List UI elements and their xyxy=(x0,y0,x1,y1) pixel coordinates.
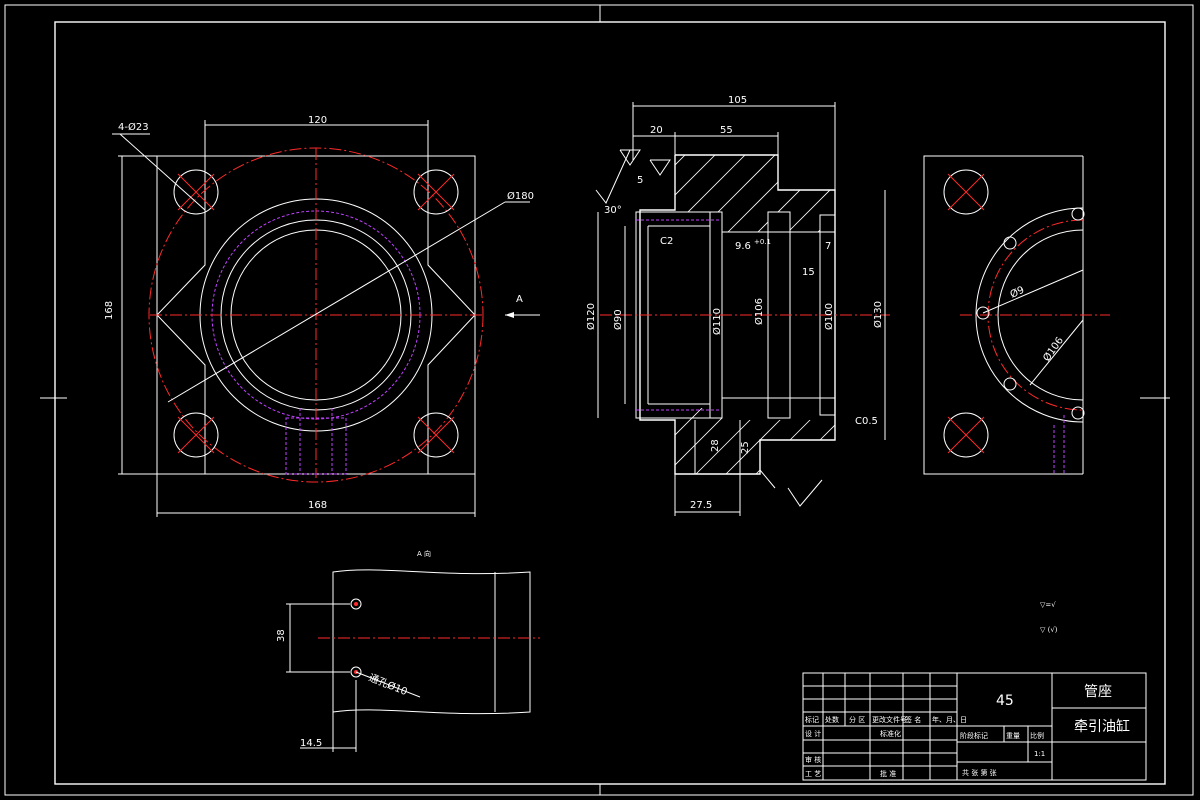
hole-callout: 4-Ø23 xyxy=(118,121,149,133)
hdr-mark: 标记 xyxy=(805,715,819,724)
flange-outline xyxy=(156,155,476,475)
stage-label: 阶段标记 xyxy=(960,731,988,740)
assembly-name: 牵引油缸 xyxy=(1074,718,1130,735)
dim-width: 168 xyxy=(308,500,327,511)
hdr-change-doc: 更改文件号 xyxy=(872,715,907,724)
dim-chamfer: C2 xyxy=(660,236,673,247)
dim-dia-120: Ø120 xyxy=(585,303,597,330)
aux-title: A 向 xyxy=(417,549,431,558)
dim-height: 168 xyxy=(104,301,115,320)
roughness-note-1: ▽=√ xyxy=(1040,601,1056,609)
material: 45 xyxy=(996,693,1014,709)
weight-label: 重量 xyxy=(1006,732,1020,740)
part-name: 管座 xyxy=(1084,684,1112,700)
side-bolt-hole-bottom xyxy=(943,412,989,458)
side-pcd: Ø106 xyxy=(1041,335,1066,364)
bolt-hole-br xyxy=(413,412,459,458)
ratio-label: 比例 xyxy=(1030,731,1044,740)
roughness-symbol-1 xyxy=(595,149,631,204)
scale: 1:1 xyxy=(1034,750,1045,758)
hdr-date: 年、月、日 xyxy=(932,715,967,724)
dim-body: 55 xyxy=(720,125,733,136)
aux-note: 通孔Ø10 xyxy=(367,672,409,698)
approve-label: 批 准 xyxy=(880,769,896,778)
hdr-sign: 签 名 xyxy=(905,715,921,724)
front-view: 120 168 168 4-Ø23 Ø180 A xyxy=(104,115,540,517)
roughness-symbol-2 xyxy=(787,479,823,507)
inner-border xyxy=(54,21,1166,785)
dim-port-offset: 27.5 xyxy=(690,500,712,511)
side-view: Ø9 Ø106 xyxy=(923,155,1110,475)
dim-groove: 9.6 xyxy=(735,241,751,252)
dim-flange: 20 xyxy=(650,125,663,136)
sheet-count: 共 张 第 张 xyxy=(962,768,997,777)
dim-bolt-spacing: 120 xyxy=(308,115,327,126)
roughness-note-2: ▽ (√) xyxy=(1040,626,1058,634)
dim-dia-106: Ø106 xyxy=(753,298,765,325)
dim-chamfer2: C0.5 xyxy=(855,416,878,427)
port-hidden xyxy=(285,417,347,475)
dim-dia-110: Ø110 xyxy=(711,308,723,335)
dim-groove-tol: +0.1 xyxy=(754,238,771,246)
hdr-zone: 分 区 xyxy=(849,715,865,724)
aux-view-a: A 向 38 通孔Ø10 14.5 xyxy=(276,549,540,752)
bolt-hole-tr xyxy=(413,169,459,215)
pcd-callout: Ø180 xyxy=(507,190,534,202)
section-view: 105 20 55 5 30° C2 9.6 +0.1 7 15 Ø120 Ø9… xyxy=(585,95,890,516)
process-label: 工 艺 xyxy=(805,770,821,778)
dim-port-dia: 28 xyxy=(710,439,721,452)
section-outline xyxy=(639,154,836,475)
outer-border xyxy=(4,4,1194,796)
title-block: 45 管座 牵引油缸 1:1 标记 处数 分 区 更改文件号 签 名 年、月、日… xyxy=(802,672,1147,781)
aux-offset: 14.5 xyxy=(300,738,322,749)
dim-dia-130: Ø130 xyxy=(872,301,884,328)
dim-dia-90: Ø90 xyxy=(612,309,624,330)
design-label: 设 计 xyxy=(805,729,821,738)
side-hole-dia: Ø9 xyxy=(1008,284,1026,301)
hdr-count: 处数 xyxy=(825,715,839,724)
dim-groove2: 7 xyxy=(825,241,831,252)
bolt-hole-bl xyxy=(173,412,219,458)
aux-spacing: 38 xyxy=(276,629,287,642)
dim-angle: 30° xyxy=(604,205,622,216)
bolt-hole-tl xyxy=(173,169,219,215)
dim-port-depth: 25 xyxy=(740,441,751,454)
dim-groove3: 15 xyxy=(802,267,815,278)
review-label: 审 核 xyxy=(805,755,821,764)
dim-dia-100: Ø100 xyxy=(823,303,835,330)
view-arrow-label: A xyxy=(516,294,523,305)
side-bolt-hole-top xyxy=(943,169,989,215)
section-hatching xyxy=(675,155,835,474)
dim-overall: 105 xyxy=(728,95,747,106)
standard-label: 标准化 xyxy=(880,729,901,738)
dim-chamfer-depth: 5 xyxy=(637,175,643,186)
